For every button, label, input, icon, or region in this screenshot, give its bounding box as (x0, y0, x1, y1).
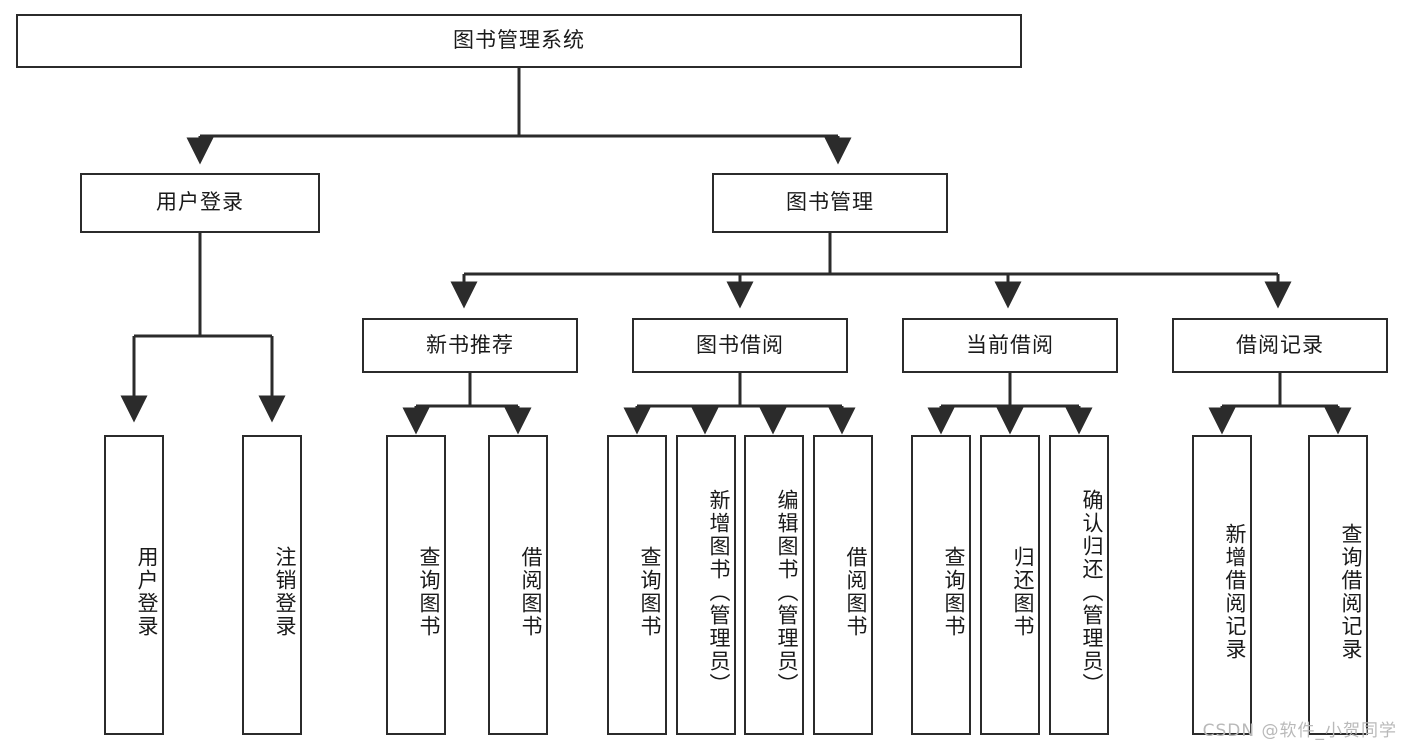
leaf-current-borrow-0[interactable]: 查询图书 (911, 435, 971, 735)
leaf-label: 查询借阅记录 (1339, 523, 1363, 661)
leaf-new-book-rec-1[interactable]: 借阅图书 (488, 435, 548, 735)
node-book-manage[interactable]: 图书管理 (712, 173, 948, 233)
leaf-label: 新增借阅记录 (1223, 523, 1247, 661)
node-root[interactable]: 图书管理系统 (16, 14, 1022, 68)
leaf-new-book-rec-0[interactable]: 查询图书 (386, 435, 446, 735)
leaf-label: 确认归还（管理员） (1080, 488, 1104, 696)
leaf-label: 查询图书 (638, 546, 662, 638)
watermark: CSDN @软件_小贺同学 (1202, 721, 1397, 741)
leaf-book-borrow-2[interactable]: 编辑图书（管理员） (744, 435, 804, 735)
node-book-borrow-label: 图书借阅 (696, 332, 784, 357)
leaf-book-borrow-0[interactable]: 查询图书 (607, 435, 667, 735)
leaf-label: 注销登录 (273, 546, 297, 638)
leaf-borrow-record-1[interactable]: 查询借阅记录 (1308, 435, 1368, 735)
leaf-user-login-1[interactable]: 注销登录 (242, 435, 302, 735)
node-new-book-rec[interactable]: 新书推荐 (362, 318, 578, 373)
node-borrow-record-label: 借阅记录 (1236, 332, 1324, 357)
leaf-borrow-record-0[interactable]: 新增借阅记录 (1192, 435, 1252, 735)
leaf-label: 借阅图书 (844, 546, 868, 638)
leaf-label: 编辑图书（管理员） (775, 488, 799, 696)
node-book-borrow[interactable]: 图书借阅 (632, 318, 848, 373)
leaf-current-borrow-2[interactable]: 确认归还（管理员） (1049, 435, 1109, 735)
leaf-current-borrow-1[interactable]: 归还图书 (980, 435, 1040, 735)
node-borrow-record[interactable]: 借阅记录 (1172, 318, 1388, 373)
node-current-borrow-label: 当前借阅 (966, 332, 1054, 357)
node-current-borrow[interactable]: 当前借阅 (902, 318, 1118, 373)
leaf-label: 查询图书 (417, 546, 441, 638)
node-user-login-label: 用户登录 (156, 190, 244, 215)
leaf-book-borrow-1[interactable]: 新增图书（管理员） (676, 435, 736, 735)
leaf-label: 归还图书 (1011, 546, 1035, 638)
leaf-label: 用户登录 (135, 546, 159, 638)
node-root-label: 图书管理系统 (453, 28, 585, 53)
node-user-login[interactable]: 用户登录 (80, 173, 320, 233)
leaf-label: 借阅图书 (519, 546, 543, 638)
leaf-label: 新增图书（管理员） (707, 488, 731, 696)
leaf-user-login-0[interactable]: 用户登录 (104, 435, 164, 735)
leaf-book-borrow-3[interactable]: 借阅图书 (813, 435, 873, 735)
node-book-manage-label: 图书管理 (786, 190, 874, 215)
leaf-label: 查询图书 (942, 546, 966, 638)
node-new-book-rec-label: 新书推荐 (426, 332, 514, 357)
